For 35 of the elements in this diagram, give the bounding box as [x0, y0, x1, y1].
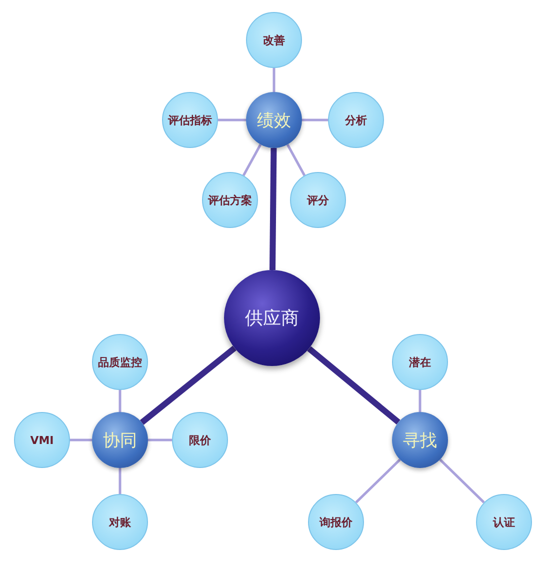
node-label: 改善 [263, 32, 285, 48]
hub-circle [392, 412, 448, 468]
node-label: 品质监控 [98, 354, 142, 370]
connector-line [269, 148, 277, 270]
connector-line [148, 438, 172, 442]
node-label: 供应商 [245, 307, 299, 330]
center-circle [224, 270, 320, 366]
connector-line [140, 346, 236, 425]
node-label: 潜在 [409, 354, 431, 370]
connector-line [118, 390, 122, 412]
node-label: 评分 [307, 192, 329, 208]
connector-line [355, 458, 401, 504]
connector-line [307, 346, 400, 424]
node-label: 分析 [345, 112, 367, 128]
connector-line [272, 68, 276, 92]
node-label: 认证 [493, 514, 515, 530]
hub-circle [246, 92, 302, 148]
connector-line [70, 438, 92, 442]
connector-line [242, 144, 262, 176]
connector-line [418, 390, 422, 412]
node-label: 协同 [103, 430, 137, 452]
node-label: VMI [30, 434, 54, 446]
node-label: 评估指标 [168, 112, 212, 128]
node-label: 对账 [109, 514, 131, 530]
node-label: 绩效 [257, 110, 291, 132]
node-label: 询报价 [320, 514, 352, 530]
connector-line [302, 118, 328, 122]
connector-line [118, 468, 122, 494]
connector-line [218, 118, 246, 122]
connector-line [439, 458, 485, 504]
node-label: 评估方案 [208, 192, 252, 208]
connector-line [286, 144, 306, 176]
node-label: 寻找 [403, 430, 437, 452]
hub-circle [92, 412, 148, 468]
node-label: 限价 [189, 432, 211, 448]
